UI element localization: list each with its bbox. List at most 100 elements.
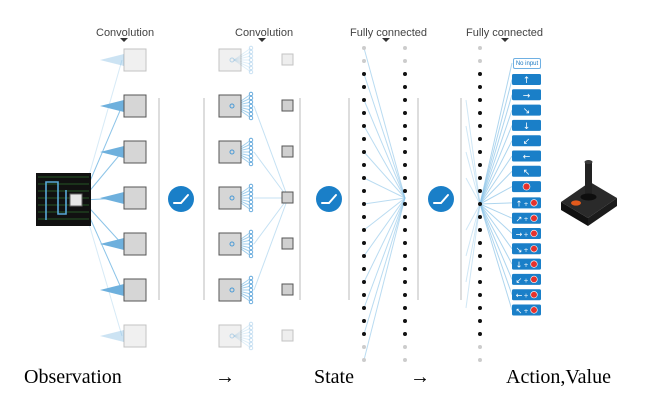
fc2-node <box>403 293 407 297</box>
fc2-node <box>403 241 407 245</box>
conv2-filter-dot <box>248 61 254 67</box>
conv1-filter <box>100 54 124 66</box>
joystick-stick-base <box>580 193 597 201</box>
arrow-caption-2: → <box>410 366 430 388</box>
fire-icon <box>530 229 538 238</box>
fc3-to-action-line <box>479 202 513 205</box>
conv2-filter-dot <box>248 137 254 143</box>
fc3-node <box>478 124 482 128</box>
conv1-feature-map <box>123 94 147 118</box>
conv2-output-map <box>281 329 294 342</box>
fc2-node <box>403 176 407 180</box>
fc3-to-action-line <box>479 203 513 219</box>
fc3-input-line <box>465 203 481 283</box>
fc1-node <box>362 98 366 102</box>
joystick-base-right <box>588 198 617 226</box>
fc2-node <box>403 111 407 115</box>
conv2-filter-dot <box>248 99 254 105</box>
fc3-to-action-line <box>479 203 513 234</box>
fc1-node <box>362 358 366 362</box>
conv2-filter-dot <box>248 321 254 327</box>
conv2-filter-line <box>233 335 252 341</box>
conv2-filter-dot <box>248 149 254 155</box>
fc2-node <box>403 124 407 128</box>
fc1-header: Fully connected <box>350 27 428 39</box>
fc2-node <box>403 137 407 141</box>
relu-icon-circle <box>316 186 342 212</box>
fc2-node <box>403 46 407 50</box>
fc2-node <box>403 150 407 154</box>
fc3-node <box>478 176 482 180</box>
fc3-node <box>478 345 482 349</box>
fc1-node <box>362 150 366 154</box>
fc2-node <box>403 202 407 206</box>
up-right-arrow-icon: ↗ <box>516 215 523 224</box>
conv2-filter-dot <box>248 199 254 205</box>
fc1-node <box>362 228 366 232</box>
conv2-receptive-dot <box>229 57 235 63</box>
fc1-to-fc2-line <box>363 197 406 283</box>
fc1-node <box>362 254 366 258</box>
fc3-to-action-line <box>479 203 513 280</box>
fc3-input-line <box>465 125 481 205</box>
fc1-node <box>362 280 366 284</box>
conv2-receptive-dot <box>229 103 235 109</box>
fc1-node <box>362 163 366 167</box>
conv2-filter-dot <box>248 333 254 339</box>
arrow-caption-1: → <box>215 366 235 388</box>
fc2-node <box>403 228 407 232</box>
action-value-caption: Action,Value <box>506 366 611 388</box>
plus-icon: + <box>523 308 528 315</box>
fc2-node <box>403 306 407 310</box>
conv1-feature-map <box>123 140 147 164</box>
conv2-filter-dot <box>248 53 254 59</box>
fire-icon <box>530 245 538 253</box>
conv2-to-output-line <box>253 105 289 199</box>
fc3-to-action-line <box>479 125 513 205</box>
fc3-node <box>478 228 482 232</box>
fc1-to-fc2-line <box>363 197 406 205</box>
conv2-filter-dot <box>248 95 254 101</box>
header-marker-icon <box>382 38 390 42</box>
down-right-arrow-icon: ↘ <box>516 245 523 254</box>
relu-icon-curve <box>433 194 449 204</box>
action-down-right-button <box>512 104 541 116</box>
fc1-to-fc2-line <box>363 177 406 199</box>
fc1-to-fc2-line <box>363 73 406 199</box>
conv2-filter-dot <box>248 111 254 117</box>
conv2-output-map <box>281 53 294 66</box>
fc1-node <box>362 332 366 336</box>
joystick-fire-button <box>571 200 581 206</box>
fc2-node <box>403 345 407 349</box>
conv2-header: Convolution <box>235 27 294 39</box>
fc3-node <box>478 267 482 271</box>
right-arrow-icon: → <box>523 91 531 101</box>
fc1-node <box>362 215 366 219</box>
fc3-to-action-line <box>479 186 513 205</box>
fc3-to-action-line <box>479 109 513 205</box>
conv1-feature-map <box>123 186 147 210</box>
conv2-to-output-line <box>253 197 289 291</box>
relu-icon-curve <box>321 194 337 204</box>
conv2-filter-dot <box>248 57 254 63</box>
fc3-node <box>478 215 482 219</box>
fc3-to-action-line <box>479 62 513 205</box>
fc2-node <box>403 163 407 167</box>
fc2-node <box>403 358 407 362</box>
conv2-filter-dot <box>248 337 254 343</box>
fc3-node <box>478 150 482 154</box>
fc2-node <box>403 98 407 102</box>
conv2-filter-dot <box>248 65 254 71</box>
down-left-arrow-icon: ↙ <box>516 276 523 285</box>
fc3-to-action-line <box>479 203 513 265</box>
relu-icon <box>316 186 342 212</box>
conv2-filter-line <box>233 55 252 61</box>
conv2-filter-line <box>233 335 252 349</box>
joystick-icon <box>561 160 617 226</box>
conv2-filter-dot <box>248 141 254 147</box>
conv2-filter-dot <box>248 191 254 197</box>
fc3-node <box>478 59 482 63</box>
conv2-filter-dot <box>248 69 254 75</box>
conv2-filter-dot <box>248 245 254 251</box>
